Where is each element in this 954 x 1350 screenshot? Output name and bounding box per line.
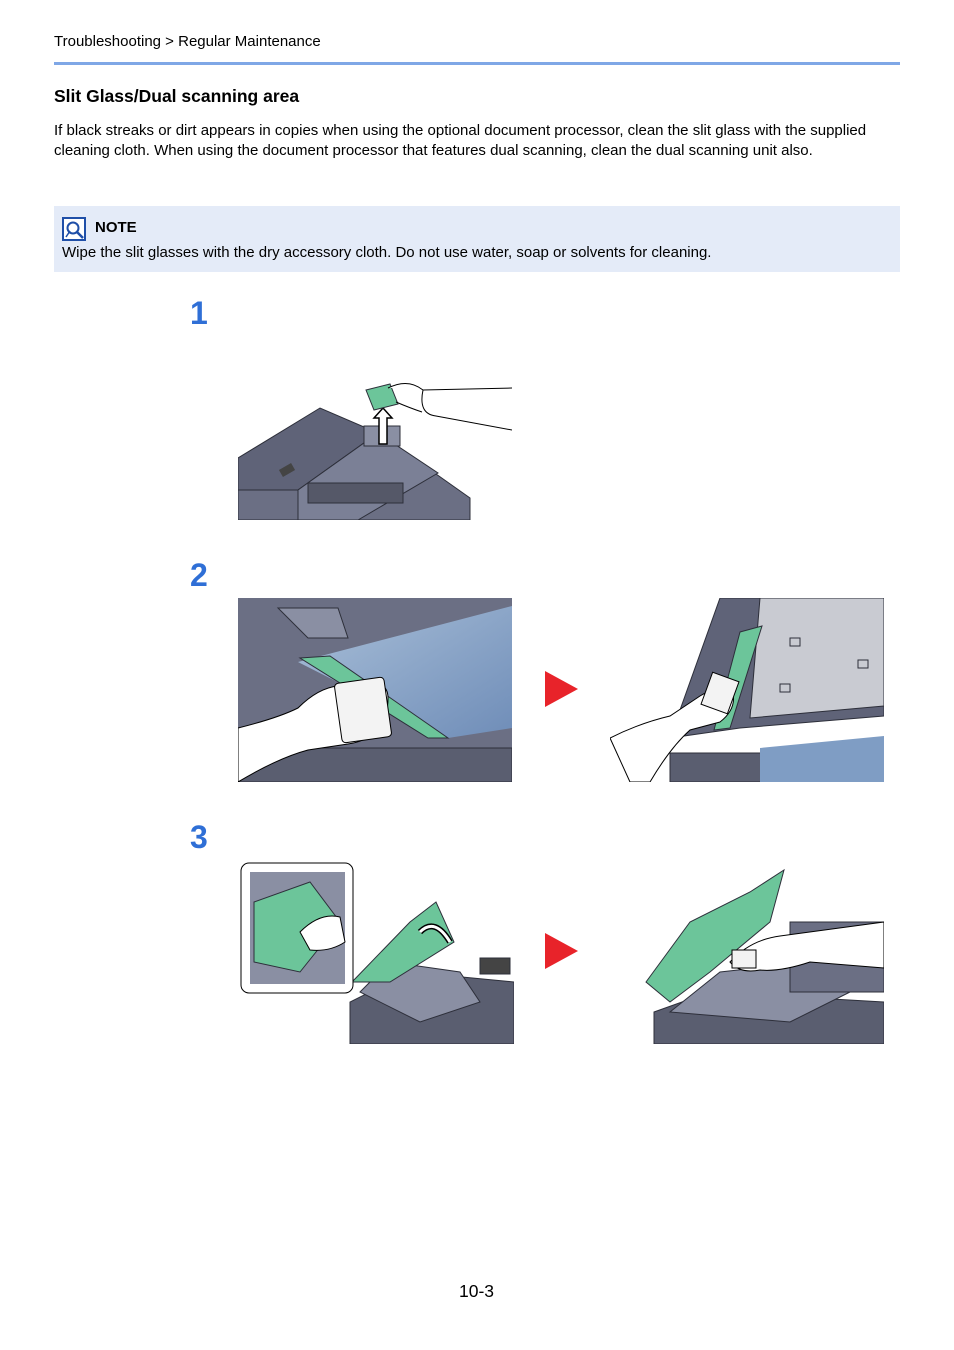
next-arrow-icon: [545, 671, 578, 707]
note-text: Wipe the slit glasses with the dry acces…: [62, 244, 712, 261]
note-box: NOTE Wipe the slit glasses with the dry …: [54, 206, 900, 272]
step-2-illustration-wipe: [238, 598, 512, 782]
step-number-2: 2: [190, 557, 208, 593]
breadcrumb: Troubleshooting > Regular Maintenance: [54, 33, 321, 50]
step-number-3: 3: [190, 819, 208, 855]
intro-paragraph: If black streaks or dirt appears in copi…: [54, 122, 867, 159]
step-number-1: 1: [190, 295, 208, 331]
step-3-illustration-open: [240, 862, 514, 1044]
section-title: Slit Glass/Dual scanning area: [54, 86, 300, 106]
step-1-illustration: [238, 383, 512, 520]
note-label: NOTE: [95, 219, 137, 236]
note-icon: [62, 217, 86, 241]
header-rule: [54, 62, 900, 65]
step-2-illustration-dual: [610, 598, 884, 782]
next-arrow-icon-2: [545, 933, 578, 969]
page-number: 10-3: [459, 1281, 495, 1301]
step-3-illustration-clean: [645, 868, 884, 1044]
